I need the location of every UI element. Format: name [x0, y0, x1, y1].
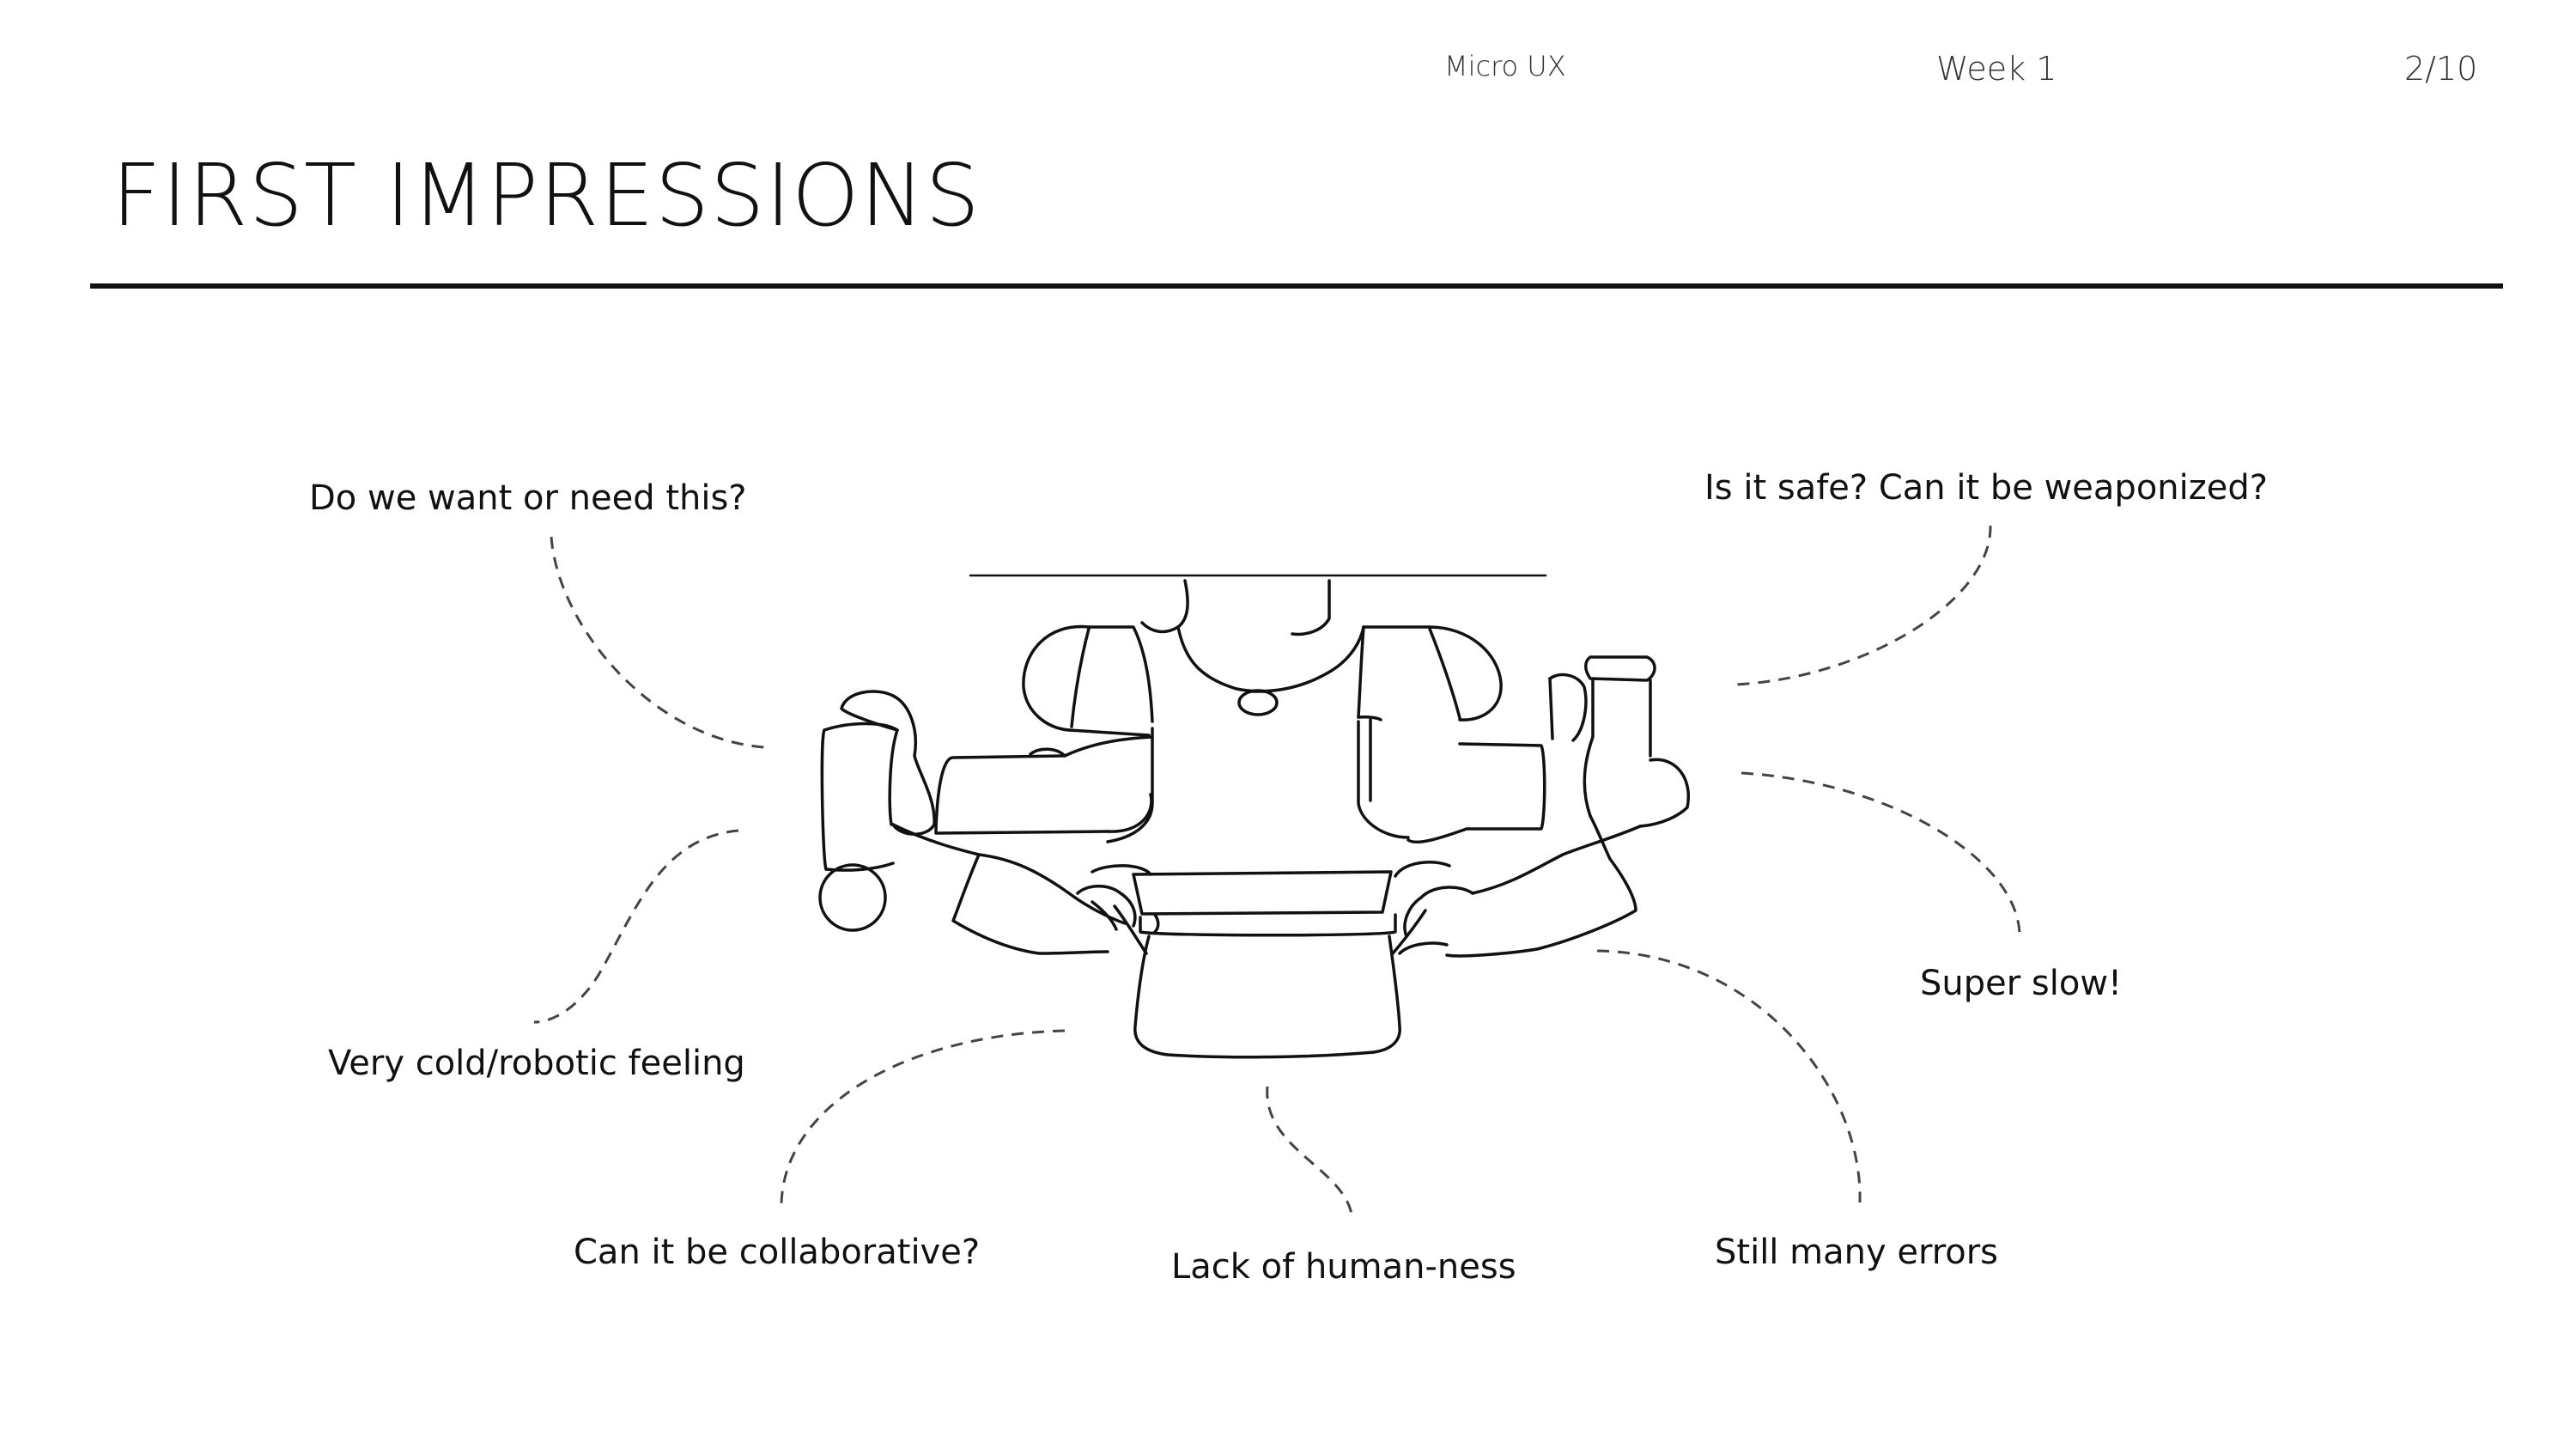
note-collaborative: Can it be collaborative? — [574, 1233, 981, 1272]
page-title: FIRST IMPRESSIONS — [112, 145, 981, 246]
connector-slow — [1741, 771, 2021, 935]
note-human-ness: Lack of human-ness — [1171, 1247, 1516, 1287]
title-divider — [90, 283, 2503, 289]
connector-lines — [533, 525, 2021, 1221]
note-errors: Still many errors — [1715, 1233, 1999, 1272]
connector-safe — [1734, 525, 1992, 686]
connector-cold — [533, 829, 739, 1024]
connector-want — [550, 536, 765, 749]
page-number: 2/10 — [2404, 50, 2478, 88]
connector-collab — [780, 1029, 1066, 1208]
note-safety: Is it safe? Can it be weaponized? — [1704, 468, 2268, 508]
week-label: Week 1 — [1936, 50, 2057, 88]
connector-human — [1266, 1086, 1354, 1221]
note-super-slow: Super slow! — [1920, 964, 2123, 1003]
connector-errors — [1596, 949, 1862, 1203]
note-want-or-need: Do we want or need this? — [309, 478, 747, 518]
robot-sketch-icon — [818, 574, 1691, 1059]
course-name: Micro UX — [1444, 50, 1566, 82]
note-cold-feeling: Very cold/robotic feeling — [328, 1044, 745, 1083]
